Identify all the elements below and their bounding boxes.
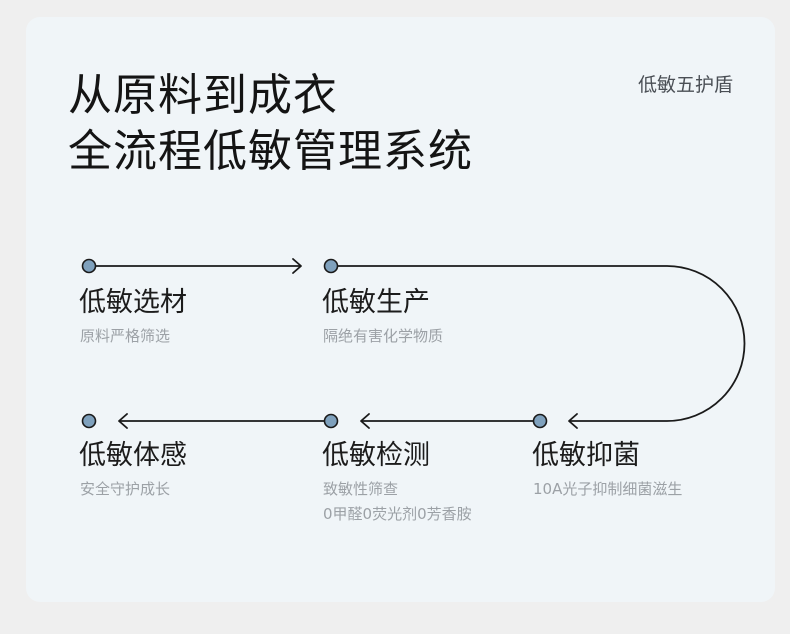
arrow-left-icon: [568, 413, 578, 429]
step-5-title: 低敏体感: [79, 440, 187, 471]
headline-line-1: 从原料到成衣: [68, 70, 338, 121]
step-4-dot: [323, 413, 339, 429]
step-1-dot: [81, 258, 97, 274]
step-3-dot: [532, 413, 548, 429]
arrow-right-icon: [292, 258, 302, 274]
shield-tag: 低敏五护盾: [637, 74, 733, 96]
content-card: [26, 17, 775, 602]
step-2-subtitle: 隔绝有害化学物质: [323, 327, 444, 345]
step-3-title: 低敏抑菌: [532, 440, 640, 471]
step-4-subtitle-2: 0甲醛0荧光剂0芳香胺: [323, 505, 472, 523]
step-2-dot: [323, 258, 339, 274]
step-4-subtitle: 致敏性筛查: [323, 480, 399, 498]
step-1-title: 低敏选材: [79, 287, 187, 318]
connector-line-2: [330, 265, 746, 422]
headline-line-2: 全流程低敏管理系统: [68, 126, 473, 177]
arrow-left-icon: [118, 413, 128, 429]
arrow-left-icon: [360, 413, 370, 429]
step-1-subtitle: 原料严格筛选: [80, 327, 171, 345]
step-5-dot: [81, 413, 97, 429]
step-2-title: 低敏生产: [322, 287, 430, 318]
step-5-subtitle: 安全守护成长: [80, 480, 171, 498]
step-3-subtitle: 10A光子抑制细菌滋生: [533, 480, 683, 498]
step-4-title: 低敏检测: [322, 440, 430, 471]
